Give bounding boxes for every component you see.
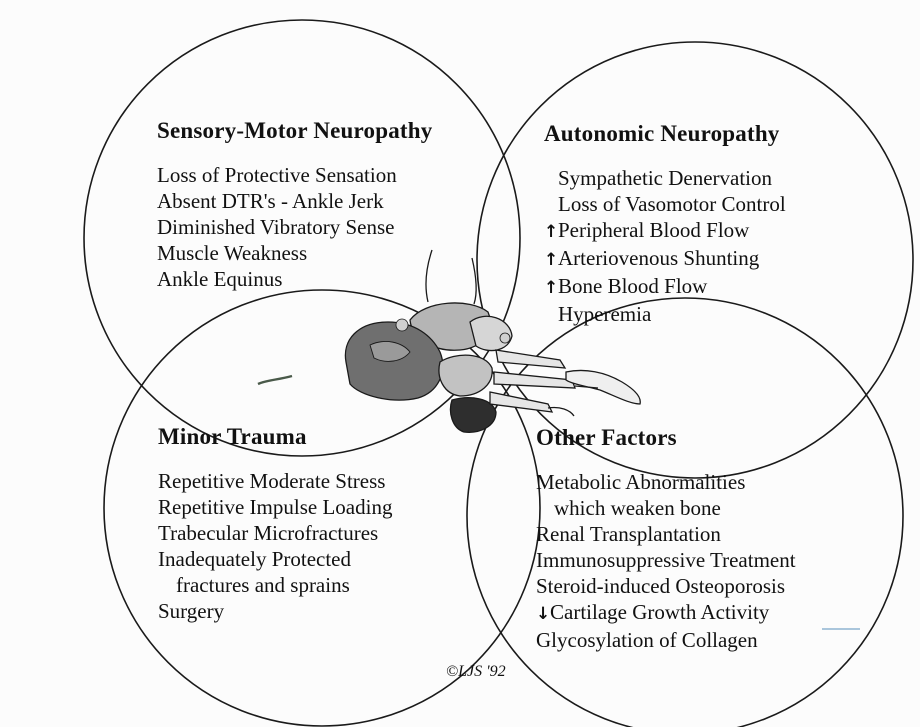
list-item: Ankle Equinus: [157, 266, 432, 292]
list-item: Loss of Vasomotor Control: [544, 191, 786, 217]
quadrant-autonomic: Autonomic Neuropathy Sympathetic Denerva…: [544, 121, 786, 327]
list-item: ↑Peripheral Blood Flow: [544, 217, 786, 245]
list-item: Repetitive Moderate Stress: [158, 468, 392, 494]
list-item: Immunosuppressive Treatment: [536, 547, 796, 573]
list-item: Steroid-induced Osteoporosis: [536, 573, 796, 599]
down-arrow-icon: ↓: [536, 601, 550, 627]
list-autonomic: Sympathetic Denervation Loss of Vasomoto…: [544, 165, 786, 327]
title-minor-trauma: Minor Trauma: [158, 424, 392, 450]
list-item: Loss of Protective Sensation: [157, 162, 432, 188]
item-text: Sympathetic Denervation: [558, 166, 772, 190]
quadrant-sensory-motor: Sensory-Motor Neuropathy Loss of Protect…: [157, 118, 432, 292]
list-item: ↑Arteriovenous Shunting: [544, 245, 786, 273]
list-item: Metabolic Abnormalities: [536, 469, 796, 495]
list-sensory-motor: Loss of Protective Sensation Absent DTR'…: [157, 162, 432, 292]
item-text: Cartilage Growth Activity: [550, 600, 769, 624]
item-text: Hyperemia: [558, 302, 651, 326]
stray-mark: [258, 376, 292, 384]
copyright-label: ©LJS '92: [446, 663, 506, 681]
list-minor-trauma: Repetitive Moderate Stress Repetitive Im…: [158, 468, 392, 624]
item-text: Peripheral Blood Flow: [558, 218, 749, 242]
item-text: Arteriovenous Shunting: [558, 246, 759, 270]
list-item: Trabecular Microfractures: [158, 520, 392, 546]
quadrant-minor-trauma: Minor Trauma Repetitive Moderate Stress …: [158, 424, 392, 624]
list-item: fractures and sprains: [158, 572, 392, 598]
list-item: Muscle Weakness: [157, 240, 432, 266]
list-item: Repetitive Impulse Loading: [158, 494, 392, 520]
list-item: ↓Cartilage Growth Activity: [536, 599, 796, 627]
title-sensory-motor: Sensory-Motor Neuropathy: [157, 118, 432, 144]
title-other-factors: Other Factors: [536, 425, 796, 451]
item-text: Loss of Vasomotor Control: [558, 192, 786, 216]
list-item: Renal Transplantation: [536, 521, 796, 547]
list-item: ↑Bone Blood Flow: [544, 273, 786, 301]
title-autonomic: Autonomic Neuropathy: [544, 121, 786, 147]
list-item: Inadequately Protected: [158, 546, 392, 572]
list-item: Glycosylation of Collagen: [536, 627, 796, 653]
up-arrow-icon: ↑: [544, 219, 558, 245]
up-arrow-icon: ↑: [544, 247, 558, 273]
list-item: Absent DTR's - Ankle Jerk: [157, 188, 432, 214]
list-item: Diminished Vibratory Sense: [157, 214, 432, 240]
list-other-factors: Metabolic Abnormalities which weaken bon…: [536, 469, 796, 653]
quadrant-other-factors: Other Factors Metabolic Abnormalities wh…: [536, 425, 796, 653]
list-item: Surgery: [158, 598, 392, 624]
up-arrow-icon: ↑: [544, 275, 558, 301]
list-item: Sympathetic Denervation: [544, 165, 786, 191]
item-text: Bone Blood Flow: [558, 274, 707, 298]
list-item: which weaken bone: [536, 495, 796, 521]
list-item: Hyperemia: [544, 301, 786, 327]
